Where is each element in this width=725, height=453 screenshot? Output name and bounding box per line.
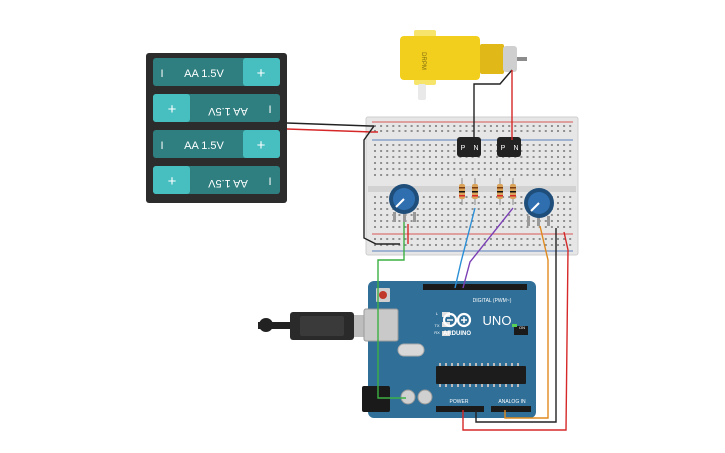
transistor-left-p: P — [461, 145, 466, 152]
battery-cell-label: AA 1.5V — [184, 140, 224, 152]
battery-minus-label: I — [268, 104, 271, 116]
wire-orange — [504, 225, 549, 419]
l-label: L — [436, 311, 439, 316]
motor-label: DRPM — [420, 52, 426, 70]
wire-red-right — [462, 231, 569, 431]
arduino-model: UNO — [483, 313, 512, 328]
battery-minus-label: I — [160, 68, 163, 80]
battery-plus-label: + — [257, 137, 266, 154]
battery-minus-label: I — [268, 176, 271, 188]
battery-cell: AA 1.5V + I — [153, 166, 280, 194]
wire-black-right — [475, 228, 557, 423]
potentiometer-right[interactable] — [524, 188, 554, 226]
resistor — [459, 178, 465, 205]
wire-purple — [462, 207, 514, 289]
wire-battery-black — [286, 122, 374, 127]
wire-motor-black — [473, 69, 513, 140]
resistor — [497, 178, 503, 205]
battery-cell-label: AA 1.5V — [184, 68, 224, 80]
battery-cell-label: AA 1.5V — [207, 177, 247, 189]
potentiometer-left[interactable] — [389, 184, 419, 222]
battery-minus-label: I — [160, 140, 163, 152]
chip-pins — [439, 363, 519, 387]
battery-plus-label: + — [257, 65, 266, 82]
rx-label: RX — [434, 330, 440, 335]
resistor — [510, 178, 516, 205]
dc-motor[interactable]: DRPM — [400, 30, 527, 100]
power-label: POWER — [450, 399, 469, 405]
digital-label: DIGITAL (PWM~) — [473, 298, 512, 304]
resistors[interactable] — [459, 178, 516, 205]
transistor-right[interactable]: P N — [497, 137, 521, 157]
battery-cell-label: AA 1.5V — [207, 105, 247, 117]
battery-cell: AA 1.5V + I — [153, 58, 280, 86]
arduino-brand: ARDUINO — [443, 331, 471, 337]
arduino-uno-board[interactable]: ARDUINO UNO DIGITAL (PWM~) POWER ANALOG … — [362, 281, 536, 418]
wire-rail-black-left — [363, 125, 400, 245]
analog-label: ANALOG IN — [498, 399, 526, 405]
wire-battery-red — [286, 128, 378, 133]
battery-plus-label: + — [168, 173, 177, 190]
transistor-left[interactable]: P N — [457, 137, 481, 157]
battery-cell: AA 1.5V + I — [153, 94, 280, 122]
transistor-left-n: N — [473, 145, 478, 152]
wire-green — [377, 222, 406, 399]
on-label: ON — [519, 325, 525, 330]
battery-pack[interactable]: AA 1.5V + I AA 1.5V + I AA 1.5V + I AA 1… — [146, 53, 287, 203]
transistor-right-p: P — [501, 145, 506, 152]
transistor-right-n: N — [513, 145, 518, 152]
arduino-logo — [442, 312, 472, 328]
usb-cable[interactable] — [258, 312, 380, 340]
battery-cell: AA 1.5V + I — [153, 130, 280, 158]
tx-label: TX — [434, 323, 439, 328]
wire-blue — [454, 207, 476, 289]
wires[interactable] — [286, 69, 569, 431]
battery-plus-label: + — [168, 101, 177, 118]
resistor — [472, 178, 478, 205]
